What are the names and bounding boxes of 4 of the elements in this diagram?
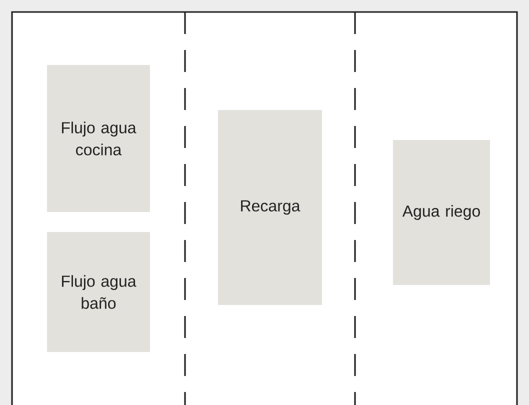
process-box: Recarga	[218, 110, 322, 305]
process-box: Agua riego	[393, 140, 490, 285]
process-box: Flujo agua cocina	[47, 65, 150, 212]
process-box: Flujo agua baño	[47, 232, 150, 352]
